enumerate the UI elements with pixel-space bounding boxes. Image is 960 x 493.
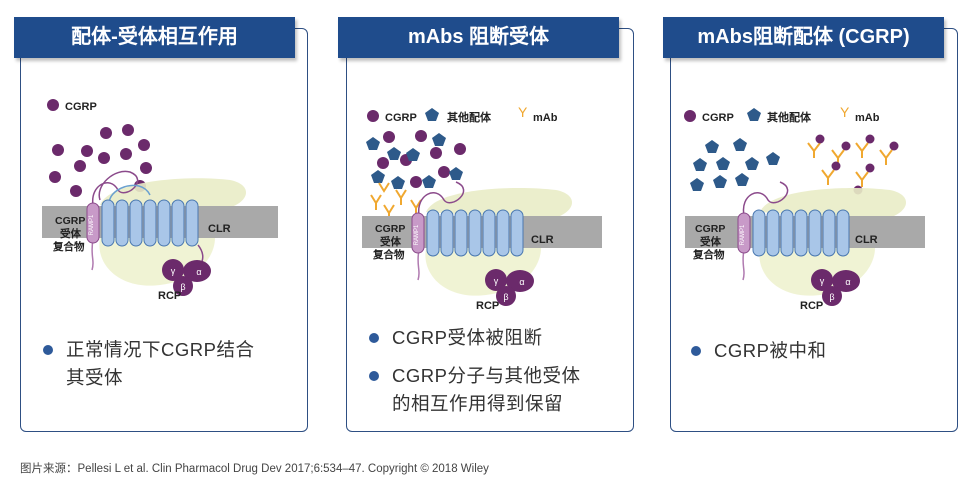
bullet-dot — [43, 345, 53, 355]
panel-title: mAbs 阻断受体 — [338, 17, 619, 58]
clr-label: CLR — [208, 223, 231, 235]
mab-legend-icon: Y — [518, 104, 528, 120]
svg-text:RCP: RCP — [800, 300, 823, 312]
receptor-diagram-3: CGRP 其他配体 Y mAb RAMP1 CGRP 受体 复合物 CLR γ — [684, 104, 925, 312]
svg-text:γ: γ — [820, 276, 825, 286]
svg-text:mAb: mAb — [533, 112, 558, 124]
svg-text:β: β — [180, 282, 185, 292]
image-credit: 图片来源：Pellesi L et al. Clin Pharmacol Dru… — [20, 463, 489, 475]
receptor-diagram-2: CGRP 其他配体 Y mAb RAMP1 CGRP 受体 复合物 CLR γ — [362, 104, 602, 312]
svg-text:β: β — [503, 292, 508, 302]
svg-text:CLR: CLR — [855, 234, 878, 246]
rcp-label: RCP — [158, 290, 181, 302]
svg-text:mAb: mAb — [855, 112, 880, 124]
complex-label-line3: 复合物 — [52, 240, 85, 253]
ramp1-label: RAMP1 — [89, 214, 95, 235]
svg-text:RAMP1: RAMP1 — [740, 224, 746, 245]
svg-text:CLR: CLR — [531, 234, 554, 246]
panel-title: 配体-受体相互作用 — [14, 17, 295, 58]
svg-text:复合物: 复合物 — [372, 248, 405, 261]
svg-text:β: β — [829, 292, 834, 302]
svg-text:复合物: 复合物 — [692, 248, 725, 261]
receptor-diagram-1: CGRP RAMP1 CGRP 受体 复合物 CLR γ α β RCP — [42, 99, 278, 302]
svg-text:γ: γ — [171, 266, 176, 276]
svg-text:受体: 受体 — [700, 235, 721, 248]
clr-receptor — [101, 199, 199, 247]
svg-text:CGRP: CGRP — [385, 112, 417, 124]
svg-text:RAMP1: RAMP1 — [414, 224, 420, 245]
rcp-complex: γ α β — [162, 259, 211, 296]
clr-receptor — [426, 209, 524, 257]
svg-text:α: α — [196, 267, 201, 277]
bullet-dot — [369, 333, 379, 343]
cgrp-legend-icon — [367, 110, 379, 122]
ramp1 — [86, 202, 100, 244]
svg-text:CGRP: CGRP — [375, 223, 405, 235]
rcp-complex: γ α β — [811, 269, 860, 306]
other-ligand-legend-icon — [747, 108, 761, 121]
svg-text:RCP: RCP — [476, 300, 499, 312]
svg-text:α: α — [845, 277, 850, 287]
svg-text:CGRP: CGRP — [695, 223, 725, 235]
clr-receptor — [752, 209, 850, 257]
panel-title: mAbs阻断配体 (CGRP) — [663, 17, 944, 58]
mab-legend-icon: Y — [840, 104, 850, 120]
legend-cgrp-label: CGRP — [65, 101, 97, 113]
rcp-complex: γ α β — [485, 269, 534, 306]
bullet-item: CGRP分子与其他受体 的相互作用得到保留 — [369, 362, 580, 418]
ramp1 — [737, 212, 751, 254]
ramp1 — [411, 212, 425, 254]
other-ligand-legend-icon — [425, 108, 439, 121]
svg-text:α: α — [519, 277, 524, 287]
neutralized-cgrp — [807, 142, 893, 187]
svg-text:受体: 受体 — [380, 235, 401, 248]
cgrp-legend-icon — [684, 110, 696, 122]
cgrp-legend-icon — [47, 99, 59, 111]
svg-text:其他配体: 其他配体 — [767, 110, 812, 124]
complex-label-line2: 受体 — [60, 227, 81, 240]
bullet-dot — [691, 346, 701, 356]
bullet-item: 正常情况下CGRP结合 其受体 — [43, 336, 254, 392]
bullet-item: CGRP被中和 — [691, 337, 826, 365]
bullet-dot — [369, 371, 379, 381]
complex-label-line1: CGRP — [55, 215, 85, 227]
svg-text:γ: γ — [494, 276, 499, 286]
svg-text:其他配体: 其他配体 — [447, 110, 492, 124]
cell-membrane — [362, 216, 602, 248]
svg-text:CGRP: CGRP — [702, 112, 734, 124]
bullet-item: CGRP受体被阻断 — [369, 324, 542, 352]
